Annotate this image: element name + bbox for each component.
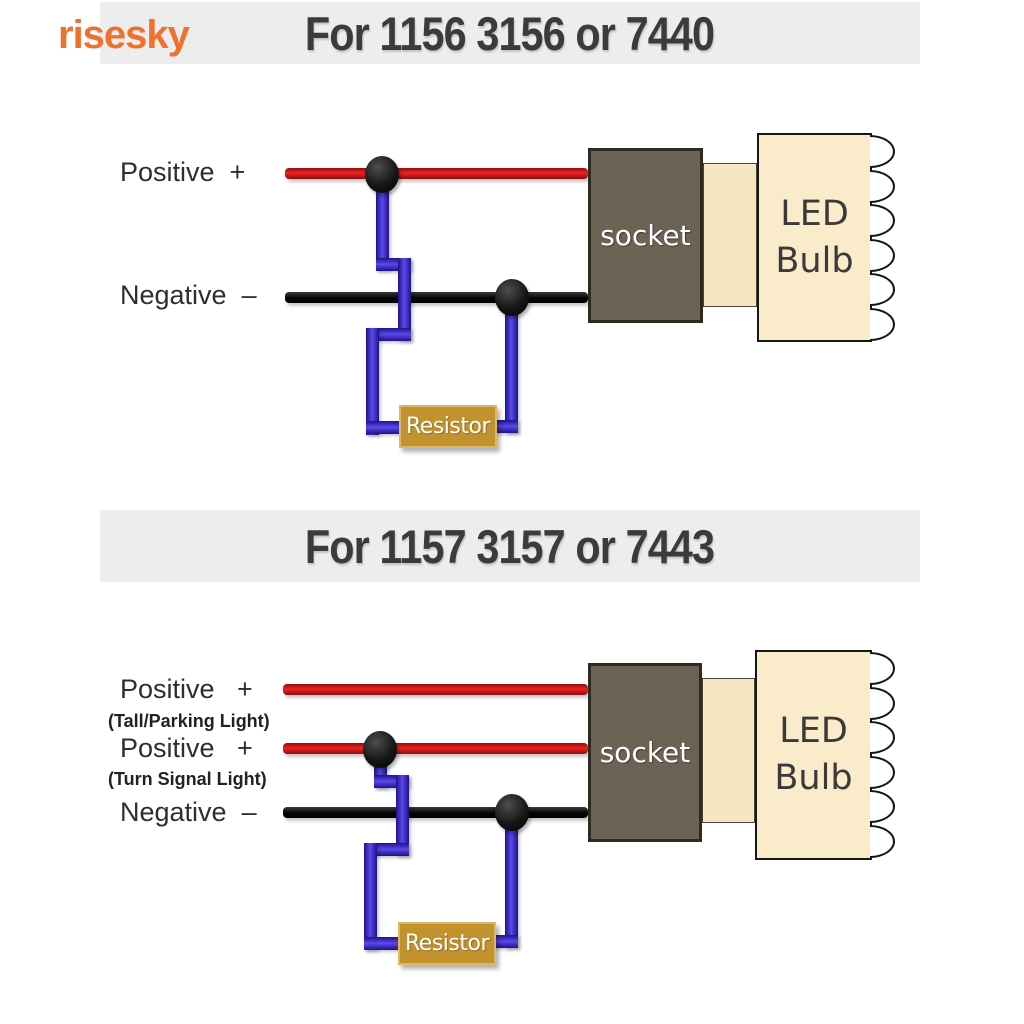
led-lens xyxy=(870,135,895,168)
section1-negative-junction-dot xyxy=(495,279,529,316)
section1-resistor-wire-segment xyxy=(366,328,379,435)
section2-positive-parking-label: Positive + xyxy=(120,674,253,704)
section1-positive-label: Positive + xyxy=(120,157,246,187)
section1-positive-wire xyxy=(285,168,588,179)
led-lens xyxy=(870,755,895,789)
brand-logo: risesky xyxy=(58,13,190,57)
section1-resistor-wire-segment xyxy=(505,297,518,433)
led-lens xyxy=(870,721,895,755)
section1-resistor-wire-segment xyxy=(398,258,411,341)
section2-resistor-wire-segment xyxy=(490,935,518,948)
section2-turn-positive-wire xyxy=(283,743,588,754)
section1-socket-label: socket xyxy=(600,219,691,252)
section2-socket-label: socket xyxy=(599,736,691,769)
section1-led-lens-strip xyxy=(870,135,897,341)
led-lens xyxy=(870,686,895,720)
section2-turn-positive-junction-dot xyxy=(363,731,397,768)
section2-resistor-wire-segment xyxy=(364,937,402,950)
section2-bulb-base-connector xyxy=(702,678,755,823)
led-lens xyxy=(870,169,895,203)
section1-bulb-base-connector xyxy=(703,163,757,307)
section2-positive-turn-sublabel: (Turn Signal Light) xyxy=(108,769,267,789)
section2-resistor-wire-segment xyxy=(364,843,377,950)
section1-positive-junction-dot xyxy=(365,156,399,193)
section2-positive-turn-label: Positive + xyxy=(120,733,253,763)
section2-parking-positive-wire xyxy=(283,684,588,695)
section2-led-lens-strip xyxy=(870,652,897,858)
section1-resistor-wire-segment xyxy=(490,420,518,433)
section1-socket-box: socket xyxy=(588,148,703,323)
section1-title: For 1156 3156 or 7440 xyxy=(305,6,715,60)
section1-resistor-wire-segment xyxy=(376,178,389,270)
section1-header-bar: For 1156 3156 or 7440 xyxy=(100,2,920,64)
section1-negative-label: Negative – xyxy=(120,280,257,310)
section2-resistor-wire-segment xyxy=(505,812,518,948)
section2-bulb-label-line1: LED xyxy=(779,711,848,751)
section2-header-bar: For 1157 3157 or 7443 xyxy=(100,510,920,582)
led-lens xyxy=(870,307,895,341)
section1-bulb-label-line2: Bulb xyxy=(775,240,854,281)
section2-positive-parking-sublabel: (Tall/Parking Light) xyxy=(108,711,270,731)
section2-bulb-label-line2: Bulb xyxy=(774,758,853,798)
section1-negative-wire xyxy=(285,292,588,303)
section2-resistor-box: Resistor xyxy=(398,922,496,965)
section1-bulb-label-line1: LED xyxy=(780,193,849,234)
led-lens xyxy=(870,790,895,824)
section1-resistor-box: Resistor xyxy=(399,405,497,448)
section2-title: For 1157 3157 or 7443 xyxy=(305,519,715,573)
section2-led-bulb-box: LED Bulb xyxy=(755,650,872,860)
section2-resistor-wire-segment xyxy=(396,775,409,856)
section1-resistor-wire-segment xyxy=(366,421,402,434)
section2-negative-wire xyxy=(283,807,588,818)
section2-negative-label: Negative – xyxy=(120,797,257,827)
led-lens xyxy=(870,273,895,307)
section2-negative-junction-dot xyxy=(495,794,529,831)
led-lens xyxy=(870,824,895,858)
section2-socket-box: socket xyxy=(588,663,702,842)
section1-led-bulb-box: LED Bulb xyxy=(757,133,872,342)
section2-resistor-label: Resistor xyxy=(405,931,490,956)
led-lens xyxy=(870,652,895,685)
section1-resistor-label: Resistor xyxy=(406,414,491,439)
led-lens xyxy=(870,204,895,238)
led-lens xyxy=(870,238,895,272)
